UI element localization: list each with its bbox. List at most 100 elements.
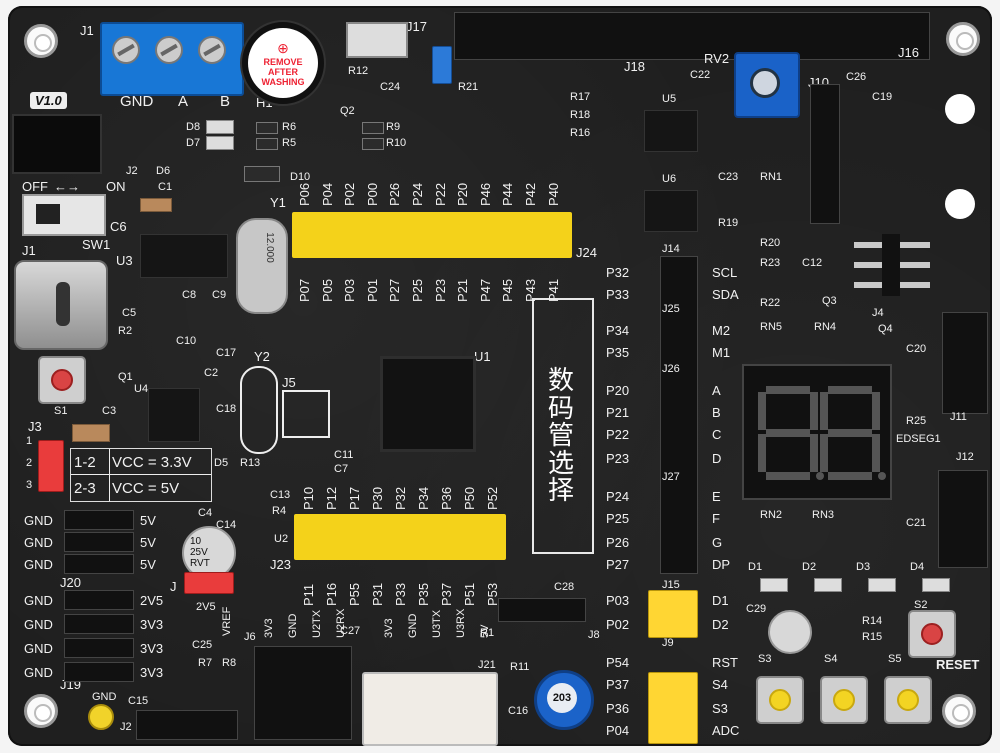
led-d2 — [814, 578, 842, 592]
c28-label: C28 — [554, 581, 575, 593]
r22-label: R22 — [760, 297, 781, 309]
c19-label: C19 — [872, 91, 893, 103]
uart-pin-u2rx: U2RX — [335, 608, 347, 638]
uart-header-j6[interactable] — [254, 646, 352, 740]
dc-power-jack[interactable] — [12, 114, 102, 174]
power-pin-row[interactable] — [64, 590, 134, 610]
chip-u3 — [140, 234, 228, 278]
power-switch[interactable] — [22, 194, 106, 236]
button-s5[interactable] — [884, 676, 932, 724]
power-left-gnd: GND — [24, 665, 53, 680]
button-s1[interactable] — [38, 356, 86, 404]
d3-label: D3 — [856, 561, 871, 573]
j24-top-pin-p20: P20 — [455, 182, 471, 206]
power-pin-row[interactable] — [64, 532, 134, 552]
r25-label: R25 — [906, 415, 927, 427]
yellow-jumpers-s4-adc[interactable] — [648, 672, 698, 744]
potentiometer-rv1[interactable]: 203 — [534, 670, 594, 730]
j23-bottom-pin-p37: P37 — [439, 582, 454, 606]
power-pin-row[interactable] — [64, 554, 134, 574]
yellow-header-j23[interactable] — [294, 514, 506, 560]
header-j10[interactable] — [810, 84, 840, 224]
power-select-jumper[interactable] — [38, 440, 64, 492]
header-j2[interactable] — [136, 710, 238, 740]
mid-right-d: D — [712, 451, 722, 466]
r21-label: R21 — [458, 81, 479, 93]
r15-label: R15 — [862, 631, 883, 643]
j23-top-pin-p50: P50 — [462, 486, 477, 510]
right-angle-header[interactable] — [854, 234, 930, 296]
header-j11[interactable] — [942, 312, 988, 414]
j5-label: J5 — [282, 375, 296, 390]
r13-label: R13 — [240, 457, 261, 469]
vref-jumper[interactable] — [184, 572, 234, 594]
j26-label: J26 — [662, 363, 680, 375]
j24-bottom-pin-p05: P05 — [319, 278, 335, 302]
button-s4[interactable] — [820, 676, 868, 724]
j8-label: J8 — [588, 629, 600, 641]
yellow-header-j24[interactable] — [292, 212, 572, 258]
power-pin-row[interactable] — [64, 510, 134, 530]
mid-right-dp: DP — [712, 557, 731, 572]
c23-label: C23 — [718, 171, 739, 183]
mid-left-p54: P54 — [606, 655, 630, 670]
power-table-value-2: VCC = 5V — [112, 480, 180, 497]
switch-arrow-icon: ←→ — [54, 179, 80, 194]
cap-voltage: 25V — [190, 547, 208, 558]
c20-label: C20 — [906, 343, 927, 355]
usb-c-port[interactable] — [14, 260, 108, 350]
resistor — [362, 138, 384, 150]
j24-bottom-pin-p25: P25 — [410, 278, 425, 302]
j23-top-pin-p12: P12 — [324, 486, 339, 510]
power-pin-row[interactable] — [64, 662, 134, 682]
mounting-hole — [946, 22, 980, 56]
header-j12[interactable] — [938, 470, 988, 568]
segment-digit-2 — [820, 386, 886, 480]
u3-label: U3 — [116, 253, 133, 268]
resistor — [362, 122, 384, 134]
jumper-j5[interactable] — [282, 390, 330, 438]
j24-bottom-pin-p21: P21 — [455, 278, 471, 302]
j24-top-pin-p46: P46 — [477, 182, 493, 206]
button-s3[interactable] — [756, 676, 804, 724]
r20-label: R20 — [760, 237, 781, 249]
r9-label: R9 — [386, 121, 401, 133]
reset-button-s2[interactable] — [908, 610, 956, 658]
j23-bottom-pin-p55: P55 — [347, 582, 362, 606]
gnd-testpoint[interactable] — [88, 704, 114, 730]
j24-top-pin-p44: P44 — [500, 182, 516, 206]
power-pin-row[interactable] — [64, 638, 134, 658]
switch-knob[interactable] — [36, 204, 60, 224]
yellow-jumpers-d1-d2[interactable] — [648, 590, 698, 638]
c27-label: C27 — [340, 625, 361, 637]
top-header-j16[interactable] — [454, 12, 930, 60]
c3-label: C3 — [102, 405, 117, 417]
mid-right-d1: D1 — [712, 593, 729, 608]
mid-left-p32: P32 — [606, 265, 630, 280]
mid-left-p27: P27 — [606, 557, 630, 572]
mid-right-g: G — [712, 535, 723, 550]
d1-label: D1 — [748, 561, 763, 573]
c26-label: C26 — [846, 71, 867, 83]
power-left-gnd: GND — [24, 617, 53, 632]
j23-top-pin-p34: P34 — [416, 486, 431, 510]
xh-connector[interactable] — [362, 672, 498, 746]
power-pin-row[interactable] — [64, 614, 134, 634]
c16-label: C16 — [508, 705, 529, 717]
j23-bottom-pin-p11: P11 — [301, 583, 316, 606]
header-j8[interactable] — [498, 598, 586, 622]
j12-label: J12 — [956, 451, 974, 463]
r4-label: R4 — [272, 505, 287, 517]
led — [206, 120, 234, 134]
c21-label: C21 — [906, 517, 927, 529]
mid-left-p34: P34 — [606, 323, 630, 338]
middle-header[interactable] — [660, 256, 698, 574]
screw-terminal[interactable] — [100, 22, 244, 96]
potentiometer-rv2[interactable] — [734, 52, 800, 118]
mid-left-p26: P26 — [606, 535, 630, 550]
blue-jumper[interactable] — [432, 46, 452, 84]
j23-bottom-pin-p16: P16 — [324, 582, 339, 606]
j24-top-pin-p26: P26 — [387, 182, 403, 206]
terminal-label-a: A — [178, 93, 189, 110]
electrolytic-cap: 10 25V RVT — [182, 526, 236, 580]
